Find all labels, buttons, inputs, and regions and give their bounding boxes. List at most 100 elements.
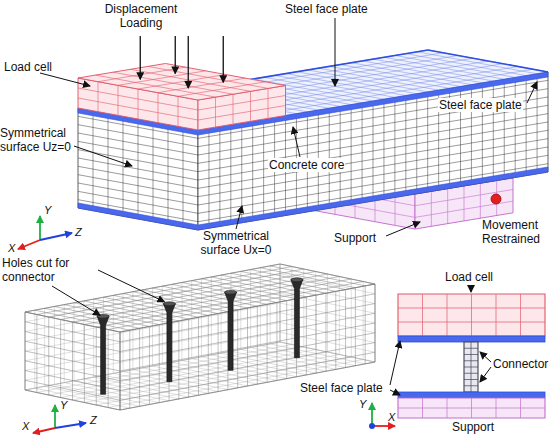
mesh-line: [78, 133, 198, 155]
mesh-line: [118, 85, 119, 115]
mesh-line: [120, 323, 375, 371]
wire-mesh: [25, 342, 375, 410]
mesh-line: [198, 155, 548, 213]
mesh-line: [131, 69, 251, 91]
axis-x: [372, 425, 395, 427]
axis-y: [54, 405, 56, 428]
mesh-line: [78, 175, 198, 197]
mesh-line: [64, 305, 159, 325]
mesh-line: [233, 94, 234, 124]
mesh-line: [464, 379, 478, 380]
mesh-line: [120, 294, 375, 342]
mesh-line: [78, 166, 198, 188]
load-arrow: [188, 36, 189, 88]
load-label: Displacement Loading: [95, 2, 187, 30]
mesh-line: [417, 52, 537, 74]
connector-hole: [163, 302, 175, 306]
steel-plate-section: [398, 336, 545, 342]
axis-label: X: [388, 411, 395, 424]
part-label: Connector: [493, 357, 548, 371]
steel-plate-section: [398, 392, 545, 398]
mesh-line: [398, 322, 545, 323]
mesh-line: [45, 308, 140, 328]
mesh-line: [84, 355, 339, 403]
mesh-line: [471, 294, 472, 336]
wire-mesh: [25, 312, 120, 410]
mesh-line: [198, 139, 548, 197]
mesh-line: [35, 388, 130, 408]
mesh-line: [37, 267, 292, 315]
leader-line: [390, 341, 400, 385]
connector-section: [464, 342, 478, 392]
leader-line: [293, 127, 300, 157]
part-label: Load cell: [4, 60, 52, 74]
mesh-line: [221, 275, 316, 295]
mesh-line: [96, 279, 351, 327]
wire-mesh: [25, 264, 280, 390]
mesh-line: [464, 367, 478, 368]
mesh-line: [178, 96, 179, 126]
boundary-label: Symmetrical surface Ux=0: [195, 229, 277, 257]
mesh-line: [108, 282, 363, 330]
mesh-line: [118, 71, 206, 86]
axis-z: [55, 423, 86, 428]
mesh-line: [231, 273, 326, 293]
mesh-line: [172, 284, 267, 304]
mesh-line: [25, 303, 280, 351]
restraint-dot: [491, 194, 501, 204]
mesh-line: [133, 292, 228, 312]
axis-label: Y: [359, 398, 366, 411]
mesh-line: [447, 189, 448, 224]
leader-line: [40, 73, 90, 86]
axis-z-dot: [369, 423, 375, 429]
mesh-line: [464, 348, 478, 349]
load-arrow: [223, 36, 224, 82]
mesh-line: [520, 294, 521, 336]
mesh-line: [96, 75, 216, 97]
mesh-line: [98, 82, 99, 112]
mesh-line: [198, 122, 548, 180]
connector-hole: [225, 290, 237, 294]
load-cell-block: [78, 64, 286, 101]
axis-label: Z: [90, 414, 97, 427]
mesh-line: [464, 385, 478, 386]
leader-line: [386, 222, 420, 236]
mesh-line: [25, 274, 280, 322]
mesh-line: [464, 186, 465, 221]
mesh-line: [215, 97, 216, 127]
leader-line: [98, 270, 164, 302]
steel-top-plate: [78, 50, 548, 130]
support-section: [398, 398, 545, 418]
mesh-line: [241, 271, 336, 291]
steel-plate-edge: [428, 50, 548, 72]
mesh-line: [78, 150, 198, 172]
mesh-line: [192, 281, 287, 301]
axis-label: Y: [60, 399, 67, 412]
mesh-line: [431, 191, 432, 226]
mesh-line: [422, 294, 423, 336]
mesh-line: [270, 266, 365, 286]
wire-mesh: [25, 264, 375, 332]
mesh-line: [35, 310, 130, 330]
mesh-line: [120, 333, 375, 381]
leader-line: [471, 285, 472, 292]
connector-stud: [163, 304, 175, 382]
axis-label: Z: [75, 226, 82, 239]
axis-label: X: [22, 420, 29, 433]
part-label: Concrete core: [268, 158, 345, 172]
mesh-line: [202, 279, 297, 299]
part-label: Steel face plate: [285, 2, 368, 16]
mesh-line: [143, 290, 238, 310]
part-label: Support: [334, 231, 376, 245]
mesh-line: [496, 294, 497, 336]
part-label: Steel face plate: [300, 381, 383, 395]
mesh-line: [158, 78, 246, 93]
connector-stud: [97, 316, 109, 394]
boundary-label: Symmetrical surface Uz=0: [0, 126, 74, 154]
mesh-line: [398, 308, 545, 309]
steel-face-plate: [78, 167, 548, 230]
mesh-line: [25, 332, 280, 380]
mesh-line: [138, 89, 139, 119]
